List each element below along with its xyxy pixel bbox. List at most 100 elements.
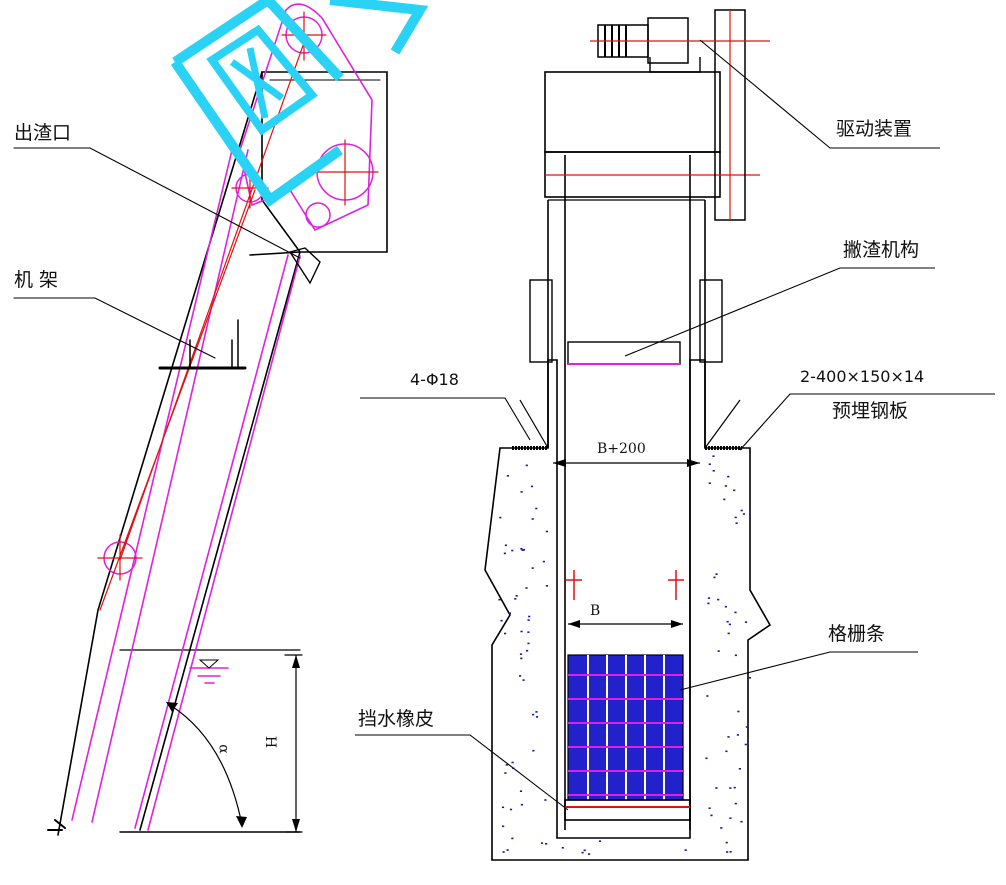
concrete-dot <box>707 602 710 605</box>
label-frame: 机 架 <box>14 269 59 291</box>
concrete-dot <box>501 806 505 809</box>
concrete-dot <box>583 849 586 852</box>
dimension-angle: α <box>215 744 232 754</box>
concrete-dot <box>503 552 506 555</box>
label-seal: 挡水橡皮 <box>358 708 435 730</box>
concrete-dot <box>736 734 739 736</box>
concrete-dot <box>511 837 514 840</box>
concrete-dot <box>728 623 731 626</box>
concrete-dot <box>522 549 526 551</box>
concrete-dot <box>708 463 711 465</box>
concrete-dot <box>511 549 514 552</box>
concrete-dot <box>713 576 716 579</box>
label-bars: 格栅条 <box>828 623 886 645</box>
concrete-dot <box>744 743 747 746</box>
concrete-dot <box>506 475 509 477</box>
concrete-dot <box>498 598 501 601</box>
concrete-dot <box>531 567 534 569</box>
concrete-dot <box>528 615 531 618</box>
concrete-dot <box>708 807 711 809</box>
watermark-logo <box>170 0 429 208</box>
concrete-dot <box>542 560 545 563</box>
concrete-dot <box>729 787 732 789</box>
concrete-dot <box>504 772 507 774</box>
concrete-dot <box>724 485 727 487</box>
concrete-dot <box>527 642 530 645</box>
concrete-dot <box>502 851 505 853</box>
concrete-dot <box>544 799 547 801</box>
concrete-dot <box>717 650 720 652</box>
concrete-dot <box>520 630 523 633</box>
concrete-dot <box>715 787 718 789</box>
concrete-hatch <box>498 455 751 855</box>
concrete-dot <box>588 853 591 855</box>
rake-unit <box>567 341 681 365</box>
concrete-dot <box>734 654 737 657</box>
concrete-dot <box>502 825 505 828</box>
concrete-dot <box>525 464 528 467</box>
concrete-dot <box>742 513 746 515</box>
concrete-dot <box>520 491 523 493</box>
head-box <box>544 71 721 153</box>
concrete-dot <box>504 544 507 547</box>
concrete-dot <box>729 851 732 853</box>
concrete-dot <box>519 790 523 792</box>
concrete-dot <box>733 489 736 492</box>
concrete-dot <box>598 840 602 842</box>
concrete-dot <box>720 827 723 829</box>
concrete-dot <box>707 597 711 599</box>
concrete-dot <box>744 621 748 623</box>
concrete-dot <box>545 843 548 845</box>
concrete-dot <box>519 653 523 655</box>
concrete-dot <box>729 817 732 819</box>
concrete-dot <box>530 485 534 488</box>
concrete-dot <box>712 470 715 472</box>
concrete-dot <box>499 516 502 519</box>
concrete-dot <box>532 713 535 716</box>
concrete-dot <box>715 573 718 575</box>
concrete-dot <box>717 598 720 601</box>
concrete-dot <box>726 620 729 623</box>
concrete-dot <box>527 631 530 633</box>
front-view <box>355 9 995 861</box>
concrete-dot <box>745 726 748 728</box>
concrete-dot <box>511 761 514 764</box>
label-outlet: 出渣口 <box>14 122 72 144</box>
concrete-dot <box>726 851 729 853</box>
concrete-dot <box>725 750 728 753</box>
concrete-dot <box>545 530 548 533</box>
concrete-dot <box>725 841 728 844</box>
label-plate-size: 2-400×150×14 <box>800 367 925 386</box>
concrete-dot <box>520 803 523 806</box>
concrete-dot <box>748 677 751 679</box>
label-plate-name: 预埋钢板 <box>832 400 909 422</box>
concrete-dot <box>500 619 503 622</box>
concrete-dot <box>531 518 534 520</box>
concrete-dot <box>734 611 737 614</box>
concrete-dot <box>740 820 743 823</box>
concrete-dot <box>708 482 711 484</box>
drive-unit <box>590 9 770 221</box>
head-housing <box>261 71 388 253</box>
concrete-dot <box>505 764 508 766</box>
dimension-depth: H <box>262 735 279 749</box>
concrete-dot <box>521 549 524 551</box>
concrete-dot <box>712 455 715 457</box>
dimension-width-outer: B+200 <box>597 441 646 457</box>
concrete-dot <box>519 675 522 677</box>
label-rake: 撇渣机构 <box>843 239 920 261</box>
concrete-dot <box>515 595 518 597</box>
concrete-dot <box>738 768 741 770</box>
concrete-dot <box>740 509 743 512</box>
concrete-dot <box>504 632 507 635</box>
concrete-dot <box>734 516 737 519</box>
concrete-dot <box>581 851 584 854</box>
label-holes: 4-Φ18 <box>410 370 459 389</box>
concrete-dot <box>520 548 523 550</box>
concrete-dot <box>723 498 726 501</box>
concrete-dot <box>535 711 538 713</box>
concrete-dot <box>508 612 511 614</box>
concrete-dot <box>522 679 525 681</box>
concrete-dot <box>724 605 727 608</box>
